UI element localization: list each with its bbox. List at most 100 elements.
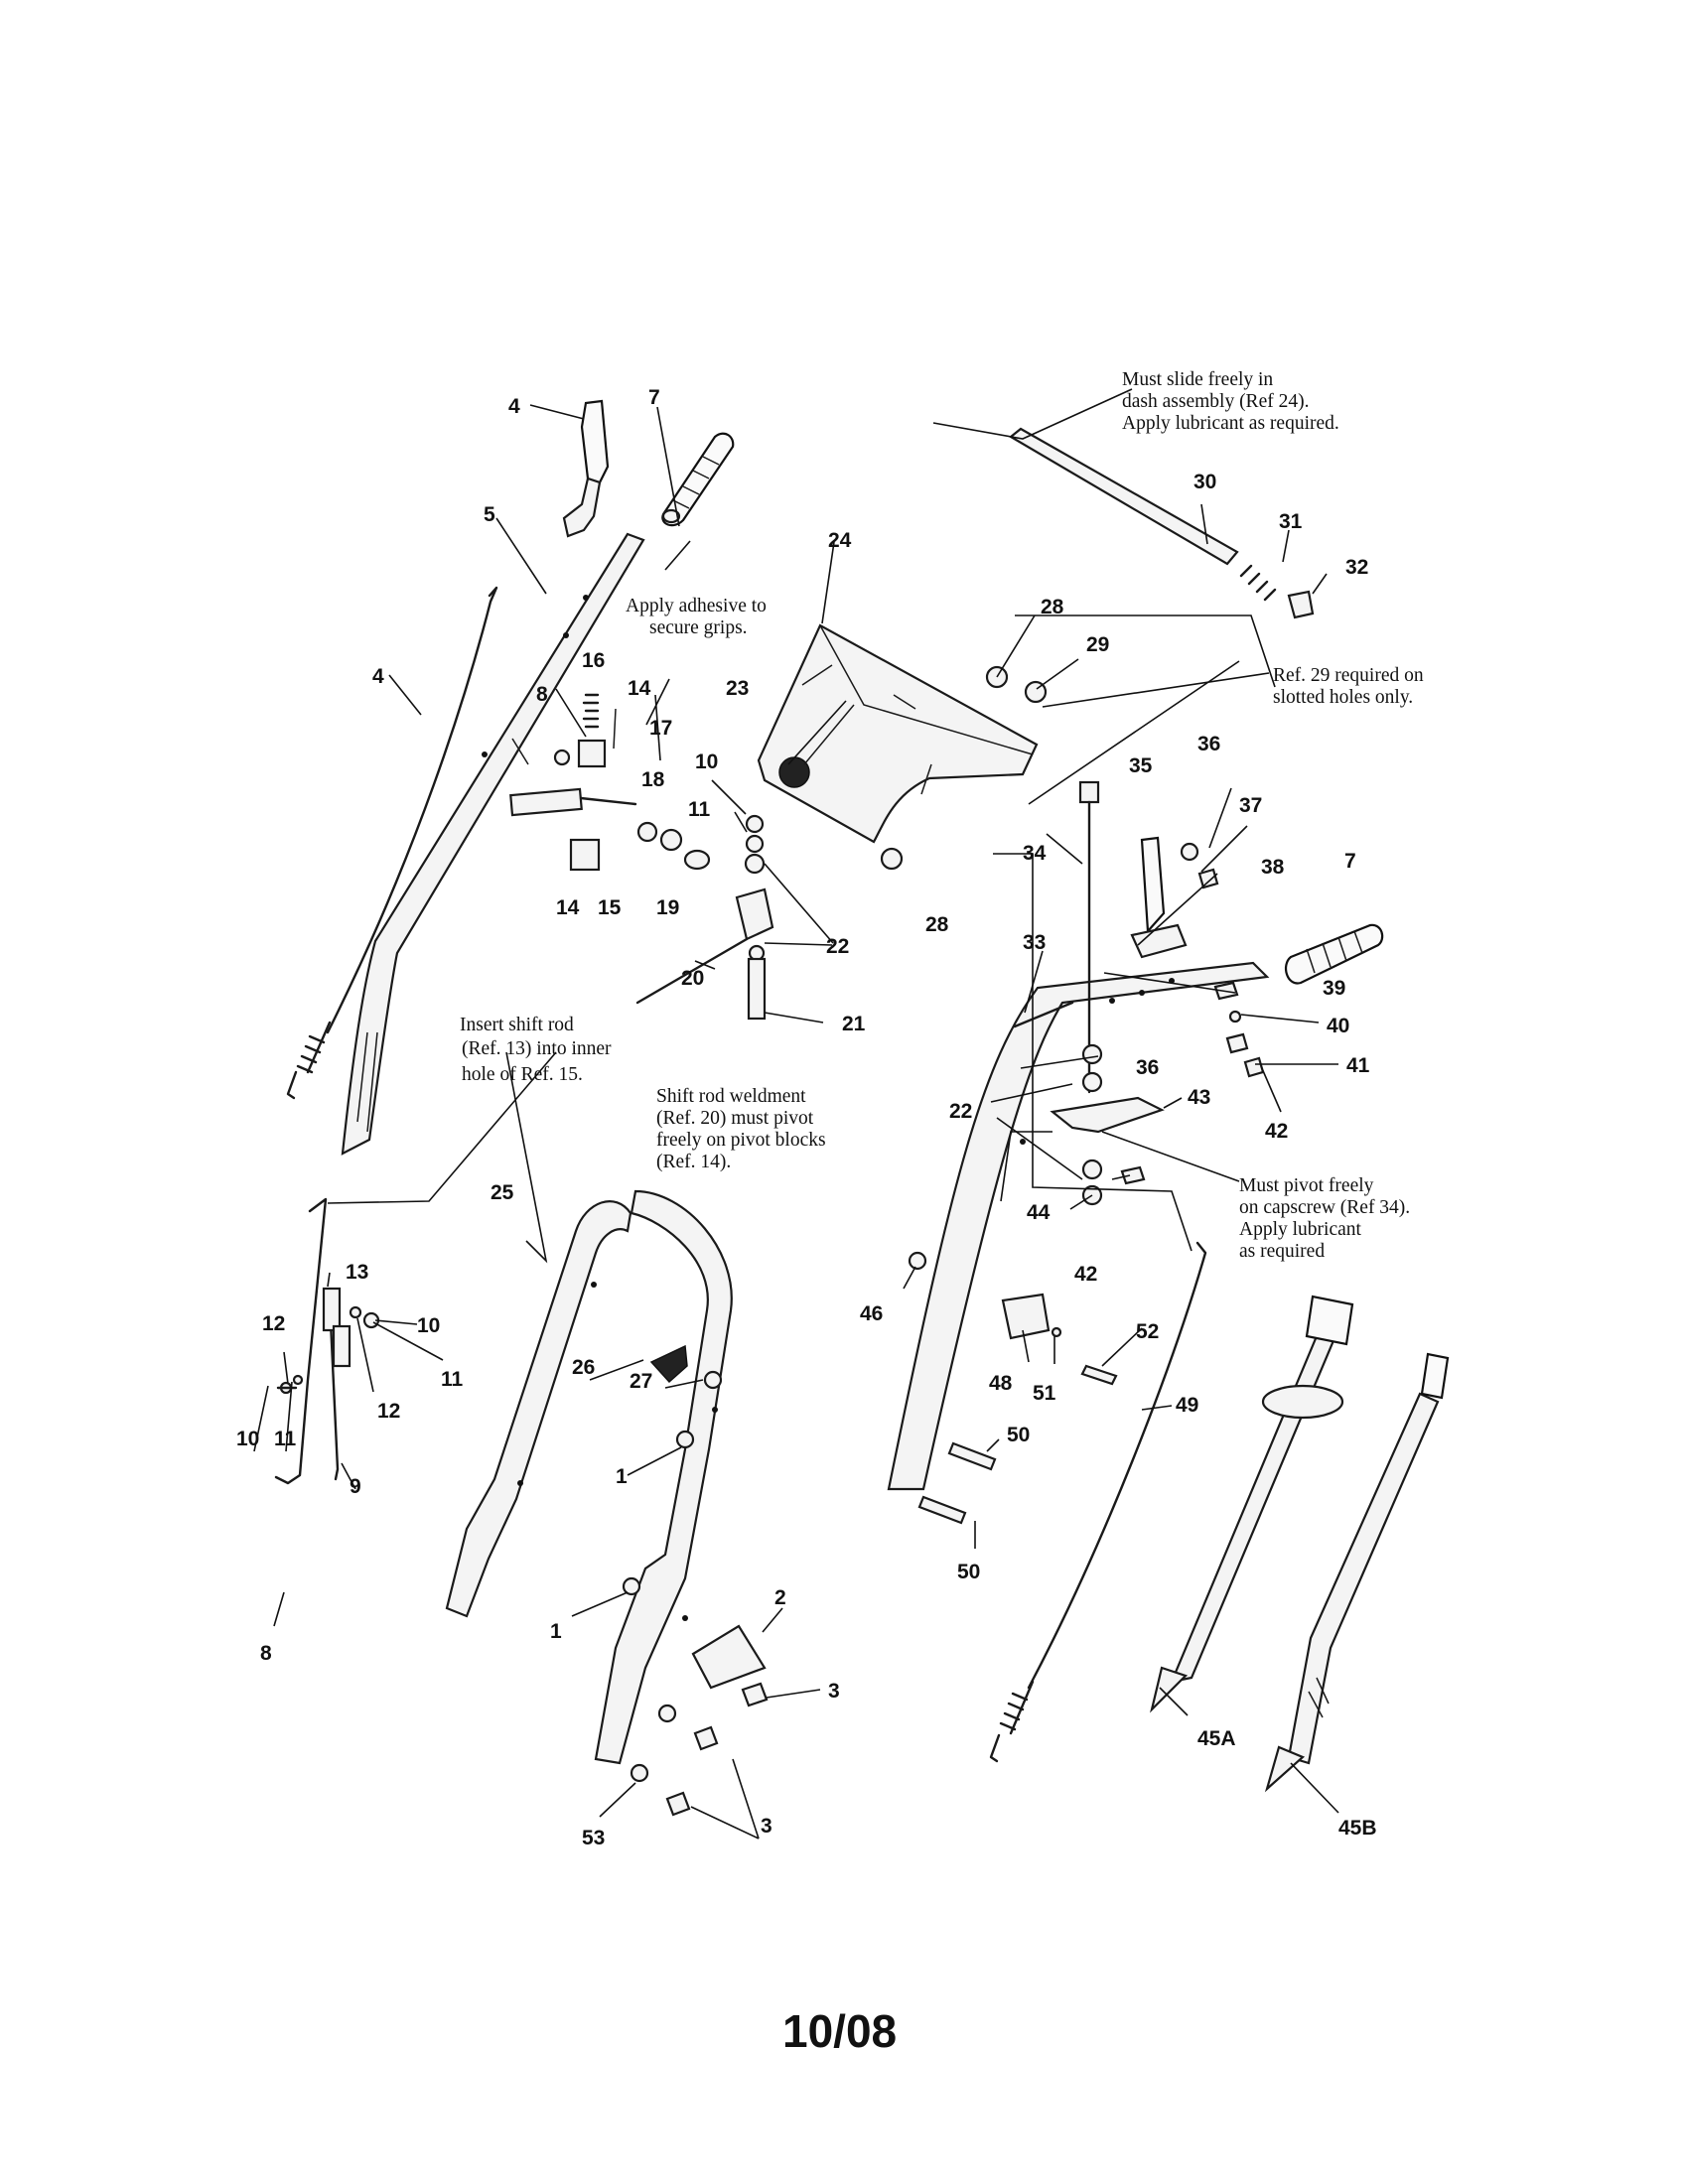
label-26: 26 <box>572 1356 595 1379</box>
label-15: 15 <box>598 896 622 919</box>
label-50: 50 <box>1007 1424 1030 1446</box>
bolt-50b <box>917 1495 967 1525</box>
label-22: 22 <box>826 935 849 958</box>
label-8b: 8 <box>260 1642 272 1665</box>
label-35: 35 <box>1129 754 1153 777</box>
label-11b: 11 <box>441 1368 464 1391</box>
label-33: 33 <box>1023 931 1046 954</box>
note-grips-line-1: Apply adhesive to <box>626 596 767 616</box>
note-shift: Insert shift rod (Ref. 13) into inner ho… <box>460 1015 612 1085</box>
shift-rod-weldment <box>635 814 774 1021</box>
note-shift-line-3: hole of Ref. 15. <box>462 1064 583 1085</box>
label-11: 11 <box>688 798 711 821</box>
label-48: 48 <box>989 1372 1013 1395</box>
label-10: 10 <box>695 751 718 773</box>
left-upper-handle <box>341 532 645 1156</box>
label-38: 38 <box>1261 856 1285 879</box>
label-20: 20 <box>681 967 704 990</box>
label-32: 32 <box>1345 556 1368 579</box>
label-3: 3 <box>828 1680 840 1703</box>
part-labels: 4 7 5 4 24 30 31 32 28 29 16 14 23 8 17 … <box>236 386 1377 1849</box>
label-51: 51 <box>1033 1382 1056 1405</box>
right-upper-handle <box>887 961 1270 1491</box>
label-44: 44 <box>1027 1201 1051 1224</box>
note-pivot-line-3: Apply lubricant <box>1239 1219 1362 1240</box>
label-29: 29 <box>1086 633 1109 656</box>
rod-30 <box>1009 427 1315 619</box>
label-22b: 22 <box>949 1100 972 1123</box>
note-pivot-line-4: as required <box>1239 1241 1325 1262</box>
label-1b: 1 <box>550 1620 562 1643</box>
note-30-line-1: Must slide freely in <box>1122 369 1273 390</box>
note-weldment-line-4: (Ref. 14). <box>656 1152 731 1172</box>
label-36b: 36 <box>1136 1056 1159 1079</box>
label-39: 39 <box>1323 977 1345 1000</box>
note-weldment: Shift rod weldment (Ref. 20) must pivot … <box>656 1086 826 1172</box>
label-27: 27 <box>630 1370 652 1393</box>
label-40: 40 <box>1327 1015 1349 1037</box>
label-49: 49 <box>1176 1394 1198 1417</box>
label-12b: 12 <box>377 1400 400 1423</box>
note-29-line-1: Ref. 29 required on <box>1273 665 1424 686</box>
note-30: Must slide freely in dash assembly (Ref … <box>1122 369 1339 434</box>
label-43: 43 <box>1188 1086 1210 1109</box>
screw-52 <box>1080 1364 1118 1386</box>
note-29: Ref. 29 required on slotted holes only. <box>1273 665 1424 708</box>
label-46: 46 <box>860 1302 883 1325</box>
clip-26 <box>649 1344 688 1384</box>
label-36: 36 <box>1197 733 1220 755</box>
cable-49 <box>989 1241 1207 1763</box>
label-37: 37 <box>1239 794 1262 817</box>
label-24: 24 <box>828 529 852 552</box>
label-18: 18 <box>641 768 665 791</box>
label-17: 17 <box>649 717 672 740</box>
nut-28b <box>880 847 904 871</box>
label-12: 12 <box>262 1312 285 1335</box>
lower-handle-25 <box>445 1189 733 1765</box>
label-53: 53 <box>582 1827 605 1849</box>
label-9: 9 <box>350 1475 361 1498</box>
grip-7-left <box>661 432 735 527</box>
nut-27 <box>703 1370 723 1390</box>
washer-53a <box>657 1704 677 1723</box>
shift-rod-45A <box>1150 1295 1354 1713</box>
note-grips-line-2: secure grips. <box>649 617 748 638</box>
label-14: 14 <box>628 677 651 700</box>
shift-assembly <box>509 693 711 872</box>
washer-53b <box>630 1763 649 1783</box>
note-weldment-line-1: Shift rod weldment <box>656 1086 806 1107</box>
label-45A: 45A <box>1197 1727 1236 1750</box>
bolt-3b <box>693 1725 719 1751</box>
note-pivot: Must pivot freely on capscrew (Ref 34). … <box>1239 1175 1410 1262</box>
label-28: 28 <box>1041 596 1064 618</box>
note-shift-line-1: Insert shift rod <box>460 1015 574 1035</box>
note-pivot-line-2: on capscrew (Ref 34). <box>1239 1197 1410 1218</box>
label-30: 30 <box>1193 471 1216 493</box>
lever-6 <box>562 399 610 538</box>
nut-46 <box>908 1251 927 1271</box>
label-13: 13 <box>346 1261 368 1284</box>
label-28b: 28 <box>925 913 949 936</box>
cable-4 <box>286 586 498 1100</box>
label-52: 52 <box>1136 1320 1159 1343</box>
page-footer-date: 10/08 <box>782 2005 897 2057</box>
label-6: 4 <box>508 395 520 418</box>
label-14b: 14 <box>556 896 580 919</box>
label-10b: 10 <box>417 1314 440 1337</box>
label-16: 16 <box>582 649 605 672</box>
label-42: 42 <box>1265 1120 1288 1143</box>
note-weldment-line-3: freely on pivot blocks <box>656 1130 826 1151</box>
label-10c: 10 <box>236 1428 259 1450</box>
label-25: 25 <box>491 1181 514 1204</box>
label-8: 8 <box>536 683 548 706</box>
label-42b: 42 <box>1074 1263 1097 1286</box>
leader-lines <box>253 388 1339 1840</box>
lever-35 <box>1130 836 1188 959</box>
label-34: 34 <box>1023 842 1047 865</box>
label-7: 7 <box>648 386 660 409</box>
shift-rod-45B <box>1264 1352 1450 1793</box>
label-45B: 45B <box>1338 1817 1377 1840</box>
label-5: 5 <box>484 503 495 526</box>
bracket-48 <box>1001 1293 1051 1340</box>
bolt-3c <box>665 1791 691 1817</box>
